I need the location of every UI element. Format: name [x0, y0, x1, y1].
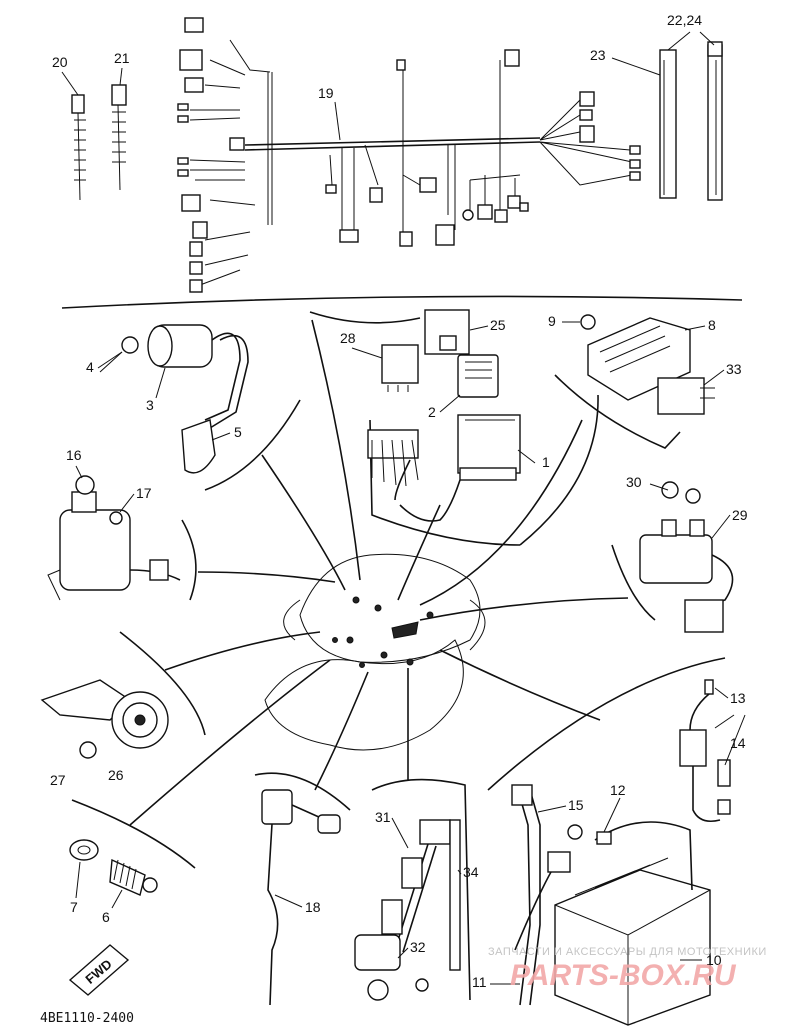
- callout-18: 18: [305, 899, 321, 915]
- horn: [40, 679, 169, 759]
- ignition-coil: [99, 324, 249, 474]
- starter-relay: [639, 481, 734, 633]
- callout-leaders: [61, 31, 746, 985]
- fwd-arrow: FWD: [68, 944, 130, 996]
- fuse-holder: [679, 679, 731, 823]
- callout-27: 27: [50, 772, 66, 788]
- main-switch: [47, 475, 181, 601]
- callout-11: 11: [472, 974, 487, 990]
- callout-5: 5: [234, 424, 242, 440]
- watermark-line1: ЗАПЧАСТИ И АКСЕССУАРЫ ДЛЯ МОТОТЕХНИКИ: [488, 946, 767, 958]
- diagram-code: 4BE1110-2400: [40, 1011, 134, 1026]
- callout-20: 20: [52, 54, 68, 70]
- callout-4: 4: [86, 359, 94, 375]
- callout-31: 31: [375, 809, 391, 825]
- section-dividers: [61, 295, 743, 1001]
- callout-7: 7: [70, 899, 78, 915]
- callout-17: 17: [136, 485, 152, 501]
- sensor-18: [261, 789, 341, 1006]
- relays: [367, 309, 521, 522]
- callout-labels: 1 2 3 4 5 6 7 8 9 10 11 12 13 14 15 16 1…: [50, 12, 748, 990]
- callout-3: 3: [146, 397, 154, 413]
- motorcycle-outline: [264, 553, 486, 751]
- bands-22-24: [659, 41, 723, 201]
- callout-32: 32: [410, 939, 426, 955]
- watermark-line2: PARTS-BOX.RU: [510, 959, 737, 992]
- watermark: ЗАПЧАСТИ И АКСЕССУАРЫ ДЛЯ МОТОТЕХНИКИ PA…: [488, 946, 767, 992]
- callout-2: 2: [428, 404, 436, 420]
- callout-8: 8: [708, 317, 716, 333]
- callout-9: 9: [548, 313, 556, 329]
- callout-25: 25: [490, 317, 506, 333]
- callout-33: 33: [726, 361, 742, 377]
- callout-6: 6: [102, 909, 110, 925]
- bands-20-21: [71, 84, 127, 201]
- callout-15: 15: [568, 797, 584, 813]
- callout-19: 19: [318, 85, 334, 101]
- callout-13: 13: [730, 690, 746, 706]
- callout-22-24: 22,24: [667, 12, 702, 28]
- callout-10: 10: [706, 952, 722, 968]
- battery: [511, 784, 711, 1026]
- callout-21: 21: [114, 50, 130, 66]
- callout-23: 23: [590, 47, 606, 63]
- leader-lines: [129, 319, 629, 826]
- callout-14: 14: [730, 735, 746, 751]
- wire-harness: [177, 17, 641, 293]
- callout-29: 29: [732, 507, 748, 523]
- callout-1: 1: [542, 454, 550, 470]
- callout-28: 28: [340, 330, 356, 346]
- callout-26: 26: [108, 767, 124, 783]
- rectifier-regulator: [580, 314, 715, 415]
- callout-34: 34: [463, 864, 479, 880]
- sensor-31: [354, 819, 461, 1001]
- callout-30: 30: [626, 474, 642, 490]
- neutral-switch: [69, 839, 158, 896]
- callout-12: 12: [610, 782, 626, 798]
- callout-16: 16: [66, 447, 82, 463]
